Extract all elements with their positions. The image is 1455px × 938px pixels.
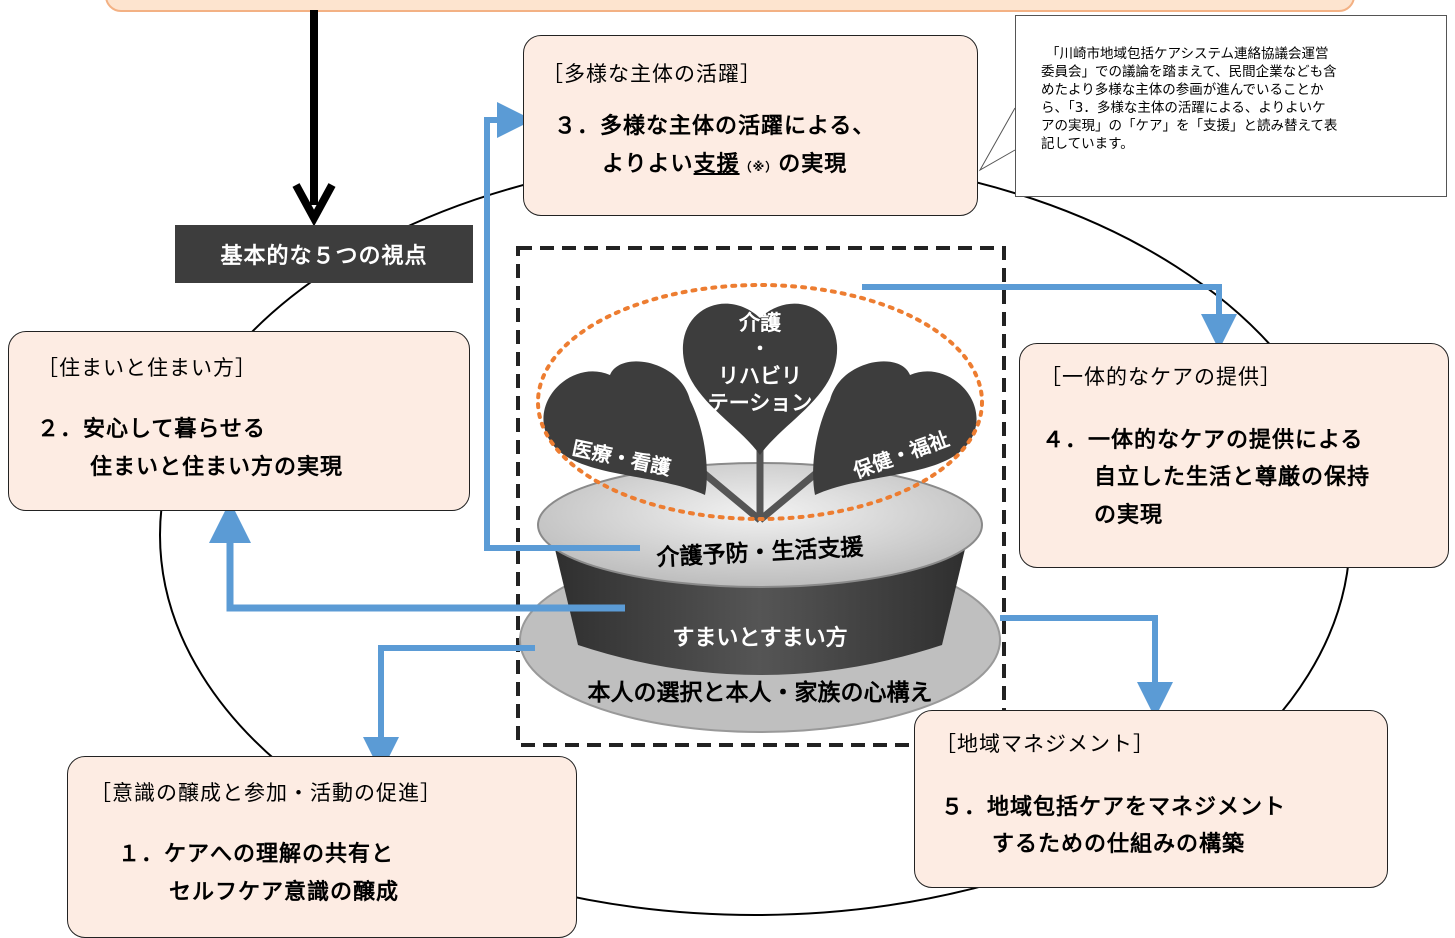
box-line-composite: よりよい支援（※）の実現 [602, 146, 847, 178]
black-arrow-head [292, 183, 336, 227]
box-line: １．ケアへの理解の共有と [118, 842, 395, 867]
arrow-to-box3 [484, 102, 640, 551]
leaf-right [813, 361, 977, 495]
note-line: めたより多様な主体の参画が進んでいることか [1041, 82, 1324, 98]
note-line: 「川崎市地域包括ケアシステム連絡協議会運営 [1046, 46, 1329, 62]
box-line: ２．安心して暮らせる [37, 417, 266, 442]
leaf-top-label-1: 介護 [738, 311, 782, 335]
arrow-to-box5 [1000, 615, 1173, 718]
leaf-top [682, 303, 838, 455]
note-callout [978, 107, 1016, 172]
box-line-underlined: 支援 [693, 152, 740, 177]
box-housing: ［住まいと住まい方］ ２．安心して暮らせる 住まいと住まい方の実現 [8, 331, 470, 511]
note-line: 委員会」での議論を踏まえて、民間企業なども含 [1041, 64, 1337, 80]
box-line: 住まいと住まい方の実現 [90, 455, 344, 480]
pot-label: すまいとすまい方 [672, 625, 847, 651]
box-line-part: よりよい [602, 152, 694, 177]
box-line: セルフケア意識の醸成 [169, 880, 400, 905]
box-awareness: ［意識の醸成と参加・活動の促進］ １．ケアへの理解の共有と セルフケア意識の醸成 [67, 756, 577, 938]
box-line: 自立した生活と尊厳の保持 [1094, 465, 1371, 490]
note-line: 記しています。 [1041, 136, 1134, 152]
saucer-label: 本人の選択と本人・家族の心構え [588, 679, 933, 706]
dashed-frame [516, 246, 1006, 747]
footnote-mark: （※） [739, 160, 779, 174]
box-diverse-actors: ［多様な主体の活躍］ ３．多様な主体の活躍による、 よりよい支援（※）の実現 [523, 35, 978, 216]
leaf-top-label-dot: ・ [751, 339, 769, 360]
box-category: ［地域マネジメント］ [935, 732, 1155, 756]
box-category: ［一体的なケアの提供］ [1040, 365, 1282, 389]
header-pill: 基本的な５つの視点 [175, 225, 473, 283]
note-line: アの実現」の「ケア」を「支援」と読み替えて表 [1041, 118, 1338, 134]
box-line: ４．一体的なケアの提供による [1042, 428, 1364, 453]
box-integrated-care: ［一体的なケアの提供］ ４．一体的なケアの提供による 自立した生活と尊厳の保持 … [1019, 343, 1449, 568]
note-line: ら、「3．多様な主体の活躍による、よりよいケ [1041, 100, 1326, 116]
box-line: ５．地域包括ケアをマネジメント [941, 795, 1287, 820]
box-line: の実現 [1094, 503, 1164, 528]
box-line-part: の実現 [778, 152, 848, 177]
arrow-to-box4 [862, 284, 1237, 350]
leaf-top-label-2: リハビリ [718, 364, 802, 388]
dotted-oval [536, 283, 984, 521]
leaf-left [543, 361, 707, 495]
box-category: ［住まいと住まい方］ [37, 356, 257, 380]
arrow-to-box1 [363, 645, 535, 773]
arrow-to-box2 [209, 501, 625, 612]
box-category: ［多様な主体の活躍］ [542, 62, 762, 86]
box-line: するための仕組みの構築 [992, 832, 1246, 857]
leaf-top-label-3: テーション [708, 391, 813, 415]
box-category: ［意識の醸成と参加・活動の促進］ [90, 781, 442, 805]
box-community-management: ［地域マネジメント］ ５．地域包括ケアをマネジメント するための仕組みの構築 [914, 710, 1388, 888]
note-box: 「川崎市地域包括ケアシステム連絡協議会運営 委員会」での議論を踏まえて、民間企業… [1015, 15, 1447, 197]
box-line: ３．多様な主体の活躍による、 [554, 114, 876, 139]
